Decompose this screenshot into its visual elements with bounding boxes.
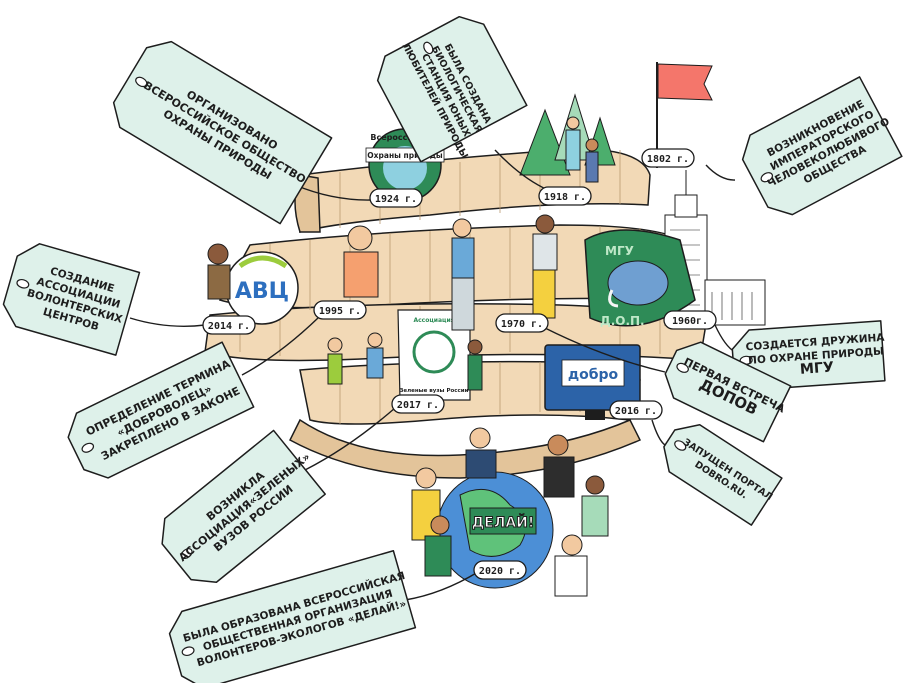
year-badge: 1802 г. — [641, 148, 695, 168]
event-tags: Возникновениеимператорскогочеловеколюбив… — [2, 15, 903, 683]
tag-hole-icon — [676, 362, 689, 373]
year-badge: 1918 г. — [538, 186, 592, 206]
tag-hole-icon — [81, 442, 95, 453]
green-universities-logo: Ассоциация Зеленые вузы России — [397, 309, 471, 401]
green-logo-top-text: Ассоциация — [413, 317, 454, 324]
tag-connector-line — [651, 419, 666, 446]
tag-shape — [664, 341, 792, 443]
event-tag: Первая встречаДОПов — [664, 341, 792, 443]
tag-connector-line — [544, 327, 666, 373]
people-illustrations — [207, 116, 599, 391]
tag-hole-icon — [180, 548, 193, 560]
voop-bottom-text: Охраны природы — [367, 151, 443, 160]
year-badge-shape — [473, 560, 527, 580]
year-badge: 2017 г. — [391, 394, 445, 414]
tag-connector-line — [304, 407, 396, 471]
year-badge-shape — [391, 394, 445, 414]
year-label: 2016 г. — [615, 406, 657, 417]
voop-top-text: Всероссийское — [370, 133, 440, 142]
tag-connector-line — [714, 324, 736, 353]
tag-hole-icon — [135, 76, 148, 88]
delai-logo-text: ДЕЛАЙ! — [472, 514, 535, 531]
year-badge: 2016 г. — [609, 400, 663, 420]
tag-shape — [67, 341, 255, 479]
year-label: 1995 г. — [319, 306, 361, 317]
tag-connector-line — [494, 149, 549, 191]
year-label: 1970 г. — [501, 319, 543, 330]
year-label: 2017 г. — [397, 400, 439, 411]
tag-connector-line — [404, 571, 479, 601]
tag-connector-line — [241, 317, 319, 376]
year-badge: 1995 г. — [313, 300, 367, 320]
event-tag: Определение термина«доброволец»закреплен… — [67, 341, 255, 479]
msu-dop-logo: МГУ Д.О.П. — [584, 229, 696, 328]
event-tag: Была созданабиологическаястанция юныхлюб… — [376, 15, 528, 163]
dobro-monitor-illustration: добро — [544, 344, 641, 420]
tag-shape — [376, 15, 528, 163]
year-badge-shape — [313, 300, 367, 320]
year-badge: 1924 г. — [369, 188, 423, 208]
tag-hole-icon — [760, 172, 774, 183]
event-tag: СозданиеАссоциацииволонтерскихцентров — [2, 243, 141, 356]
voop-emblem-logo: Всероссийское Охраны природы — [365, 128, 445, 202]
msu-logo-top-text: МГУ — [605, 244, 634, 258]
year-label: 2014 г. — [208, 321, 250, 332]
year-label: 1924 г. — [375, 194, 417, 205]
event-tag: Возникновениеимператорскогочеловеколюбив… — [741, 76, 903, 216]
year-badge-shape — [538, 186, 592, 206]
tag-shape — [112, 40, 333, 225]
year-badge-shape — [495, 313, 549, 333]
tag-hole-icon — [423, 41, 434, 55]
year-label: 1802 г. — [647, 154, 689, 165]
tag-shape — [168, 549, 417, 683]
tag-text-line: МГУ — [799, 360, 834, 378]
year-badge-shape — [641, 148, 695, 168]
avc-logo: АВЦ — [225, 251, 299, 325]
avc-text: АВЦ — [235, 279, 289, 304]
tag-hole-icon — [16, 278, 30, 289]
year-label: 1960г. — [672, 316, 708, 327]
tag-connector-line — [129, 317, 206, 327]
event-tag: ОрганизованоВсероссийское обществоохраны… — [112, 40, 333, 225]
tag-shape — [2, 243, 141, 356]
green-logo-bottom-text: Зеленые вузы России — [399, 388, 468, 394]
tag-shape — [741, 76, 903, 216]
year-badge: 2014 г. — [202, 315, 256, 335]
tag-hole-icon — [674, 440, 687, 451]
year-badge-shape — [663, 310, 717, 330]
tag-connector-line — [705, 164, 736, 181]
tag-shape — [161, 429, 326, 584]
year-badge-shape — [369, 188, 423, 208]
year-badge: 1970 г. — [495, 313, 549, 333]
delai-globe-group-illustration: ДЕЛАЙ! — [411, 427, 609, 597]
year-badges: 1802 г. 1918 г. 1924 г. 1960г. 1970 г. 1995 г… — [202, 148, 717, 580]
year-badge: 2020 г. — [473, 560, 527, 580]
msu-logo-bottom-text: Д.О.П. — [600, 314, 645, 328]
dobro-logo-text: добро — [568, 367, 619, 383]
year-badge: 1960г. — [663, 310, 717, 330]
tag-connectors — [129, 149, 736, 601]
year-badge-shape — [609, 400, 663, 420]
tag-shape — [663, 423, 783, 526]
event-tag: Создается дружинапо охране природыМГУ — [731, 320, 886, 391]
year-label: 1918 г. — [544, 192, 586, 203]
year-badge-shape — [202, 315, 256, 335]
year-label: 2020 г. — [479, 566, 521, 577]
tag-hole-icon — [181, 646, 195, 657]
